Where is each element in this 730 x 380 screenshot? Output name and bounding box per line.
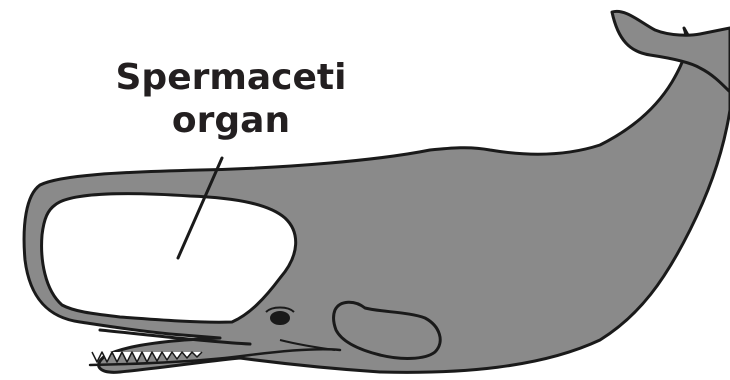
eye	[271, 312, 289, 324]
spermaceti-organ-region	[42, 194, 296, 323]
label-line-2: organ	[96, 99, 366, 142]
spermaceti-organ-label: Spermaceti organ	[96, 56, 366, 142]
label-line-1: Spermaceti	[96, 56, 366, 99]
